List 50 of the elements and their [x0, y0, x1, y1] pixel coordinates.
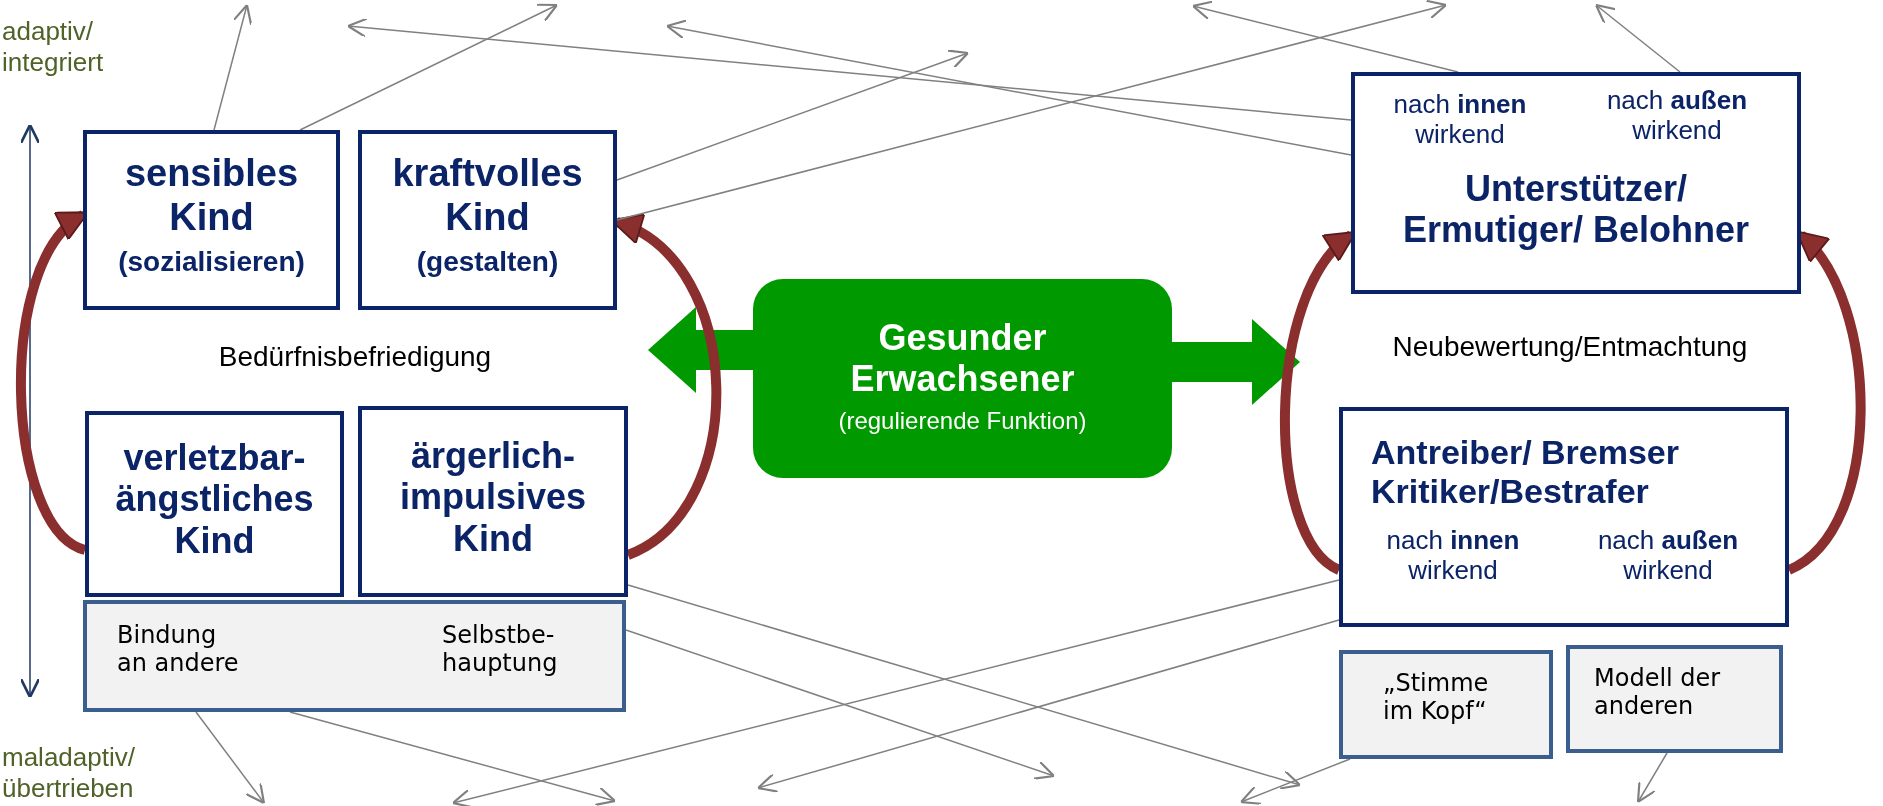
arrow [346, 17, 1352, 121]
arrow [756, 619, 1340, 793]
arrow [665, 19, 1352, 156]
box-text: „Stimme im Kopf“ [1383, 670, 1490, 726]
text-box [358, 406, 628, 597]
text-box [83, 130, 340, 310]
block-arrow [648, 307, 753, 393]
box-heading: sensibles Kind [123, 152, 300, 240]
box-heading: Unterstützer/ Ermutiger/ Belohner [1401, 168, 1751, 251]
box-text: nach außen wirkend [1605, 86, 1749, 146]
arrow [1594, 3, 1681, 73]
text-box [85, 411, 344, 597]
arrow [213, 3, 253, 131]
box-heading: kraftvolles Kind [391, 152, 584, 240]
label-text: Neubewertung/Entmachtung [1391, 330, 1749, 364]
box-text: Bindung an andere [117, 622, 240, 678]
box-text: nach innen wirkend [1392, 90, 1528, 150]
text-box [1566, 645, 1783, 753]
text-box [358, 130, 617, 310]
box-heading: (gestalten) [415, 246, 560, 279]
box-heading: (sozialisieren) [117, 246, 306, 279]
arrow [616, 49, 970, 181]
text-box [83, 600, 626, 712]
rounded-box [753, 279, 1172, 478]
box-heading: Gesunder Erwachsener [849, 317, 1076, 400]
arrow [1239, 758, 1351, 805]
arrow [1191, 0, 1459, 73]
text-box [1339, 407, 1789, 627]
arrow [299, 3, 559, 131]
box-text: nach außen wirkend [1596, 526, 1740, 586]
arrow [451, 579, 1340, 806]
label-text: Bedürfnisbefriedigung [217, 340, 493, 374]
arrow [627, 584, 1302, 790]
box-text: Modell der anderen [1594, 665, 1722, 721]
box-text: (regulierende Funktion) [837, 407, 1088, 435]
label-text: adaptiv/ integriert [2, 16, 105, 79]
block-arrow [1172, 319, 1300, 405]
box-heading: verletzbar- ängstliches Kind [114, 437, 315, 562]
box-heading: Antreiber/ Bremser Kritiker/Bestrafer [1371, 433, 1680, 512]
text-box [1339, 650, 1553, 759]
arrow [195, 711, 266, 805]
arrow [1636, 752, 1668, 804]
arrow [616, 0, 1448, 221]
label-text: maladaptiv/ übertrieben [2, 742, 136, 805]
text-box [1351, 72, 1801, 294]
box-text: Selbstbe- hauptung [442, 622, 559, 678]
arrow [289, 711, 617, 806]
box-heading: ärgerlich- impulsives Kind [398, 435, 588, 560]
box-text: nach innen wirkend [1385, 526, 1521, 586]
arrow [625, 629, 1056, 780]
